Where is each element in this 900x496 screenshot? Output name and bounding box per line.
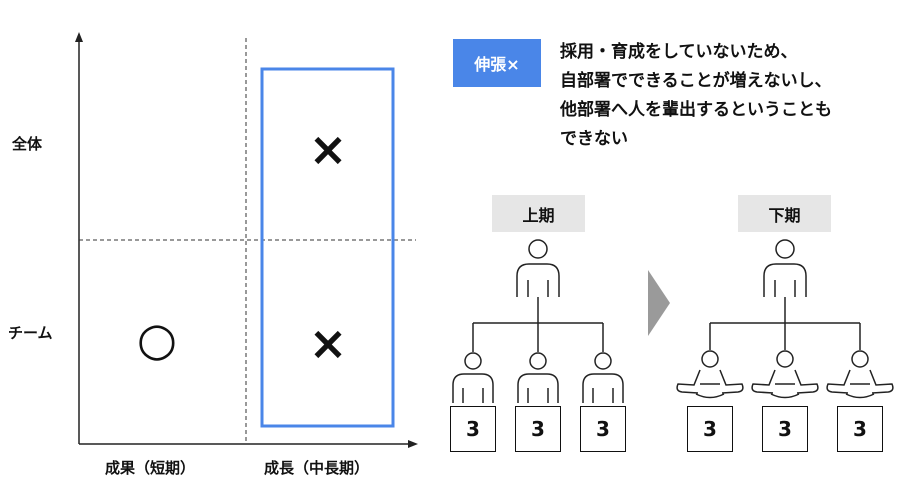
member-count-box: 3	[837, 406, 883, 452]
callout-line: できない	[560, 129, 628, 149]
org-chart-second-half	[676, 239, 894, 399]
period-label-second-half: 下期	[738, 195, 831, 232]
x-label-right: 成長（中長期）	[264, 459, 370, 477]
growth-tag: 伸張×	[453, 39, 541, 87]
manager-body-icon	[516, 263, 560, 297]
x-axis-arrowhead	[408, 440, 418, 448]
y-label-bottom: チーム	[8, 324, 53, 342]
callout-line: 採用・育成をしていないため、	[560, 42, 798, 62]
y-axis-arrowhead	[75, 32, 83, 42]
manager-head-icon	[528, 239, 548, 259]
period-label-first-half: 上期	[492, 195, 585, 232]
member-count-box: 3	[687, 406, 733, 452]
growth-highlight-box	[260, 67, 395, 428]
member-count-box: 3	[450, 406, 496, 452]
cross-mark-icon: ×	[308, 122, 348, 176]
org-chart-first-half	[452, 239, 624, 403]
transition-arrow-icon	[648, 270, 670, 336]
member-count-box: 3	[762, 406, 808, 452]
callout-text: 採用・育成をしていないため、 自部署でできることが増えないし、 他部署へ人を輩出…	[560, 38, 832, 154]
x-label-left: 成果（短期）	[105, 459, 196, 477]
circle-mark-icon: ○	[136, 312, 178, 366]
member-count-box: 3	[580, 406, 626, 452]
callout-line: 他部署へ人を輩出するということも	[560, 100, 832, 120]
member-count-box: 3	[515, 406, 561, 452]
callout-line: 自部署でできることが増えないし、	[560, 71, 832, 91]
cross-mark-icon: ×	[308, 316, 348, 370]
y-label-top: 全体	[12, 135, 43, 153]
